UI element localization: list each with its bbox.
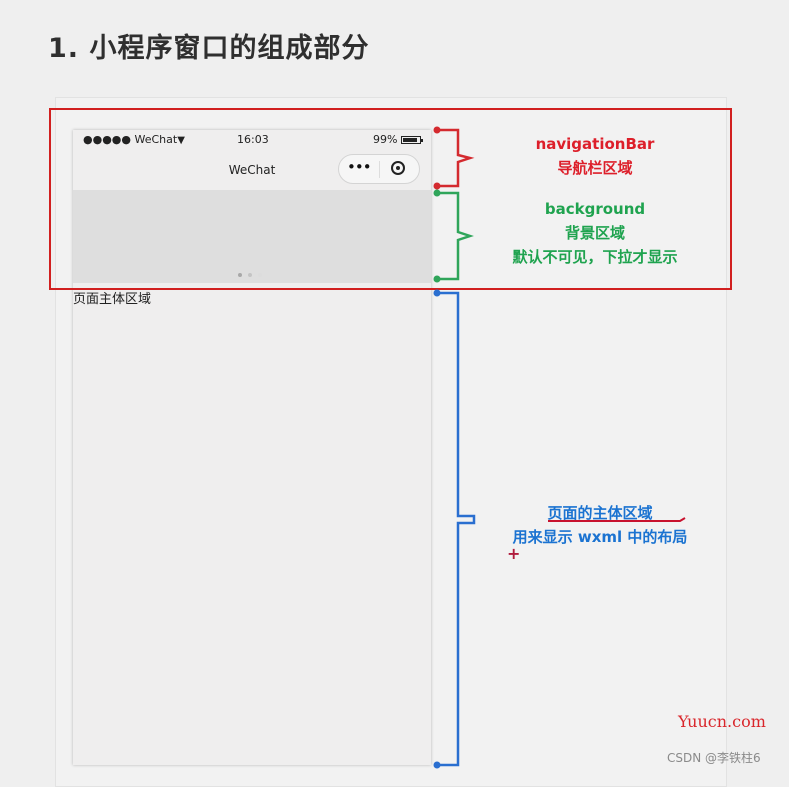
red-underline-stroke [548, 517, 686, 522]
navigation-highlight-frame [49, 108, 732, 290]
more-icon[interactable]: ••• [347, 158, 372, 176]
red-bracket-dot-bottom [433, 182, 441, 190]
annotation-navigation-bar: navigationBar 导航栏区域 [490, 132, 700, 180]
status-time: 16:03 [237, 133, 269, 146]
phone-mockup: ●●●●● WeChat▼ 16:03 99% WeChat ••• 页面主体区… [73, 130, 431, 765]
annotation-background-title: background [544, 200, 646, 218]
carrier-label: ●●●●● WeChat [83, 133, 178, 146]
watermark-site: Yuucn.com [678, 712, 766, 731]
annotation-main-body-title: 页面的主体区域 [547, 504, 653, 522]
annotation-main-body: 页面的主体区域 用来显示 wxml 中的布局 [490, 501, 710, 549]
blue-bracket-dot-bottom [433, 761, 441, 769]
red-bracket [437, 128, 475, 188]
annotation-main-body-desc: 用来显示 wxml 中的布局 [512, 528, 688, 546]
status-bar: ●●●●● WeChat▼ 16:03 99% [73, 130, 431, 150]
annotation-background-note: 默认不可见，下拉才显示 [512, 248, 678, 266]
wifi-icon: ▼ [177, 135, 185, 146]
green-bracket-dot-bottom [433, 275, 441, 283]
page-heading: 1. 小程序窗口的组成部分 [48, 33, 370, 64]
nav-title: WeChat [228, 163, 276, 177]
pull-down-dots-icon [238, 262, 268, 281]
cursor-plus-icon: + [507, 544, 521, 563]
annotation-navigation-bar-desc: 导航栏区域 [557, 159, 633, 177]
annotation-background: background 背景区域 默认不可见，下拉才显示 [485, 197, 705, 269]
page-body-label: 页面主体区域 [73, 292, 152, 307]
battery-icon [401, 136, 424, 144]
annotation-navigation-bar-title: navigationBar [535, 135, 655, 153]
red-bracket-dot-top [433, 126, 441, 134]
background-area [73, 190, 431, 283]
green-bracket [437, 191, 474, 281]
capsule-menu[interactable]: ••• [338, 154, 420, 184]
blue-bracket-dot-top [433, 289, 441, 297]
navigation-bar: WeChat ••• [73, 150, 431, 190]
green-bracket-dot-top [433, 189, 441, 197]
status-carrier: ●●●●● WeChat▼ [83, 133, 185, 146]
watermark-csdn: CSDN @李铁柱6 [667, 751, 761, 765]
close-target-icon[interactable] [391, 161, 405, 175]
blue-bracket [437, 291, 476, 767]
battery-percent: 99% [373, 133, 398, 146]
capsule-divider [379, 161, 380, 178]
annotation-background-desc: 背景区域 [564, 224, 625, 242]
status-battery: 99% [373, 133, 424, 146]
